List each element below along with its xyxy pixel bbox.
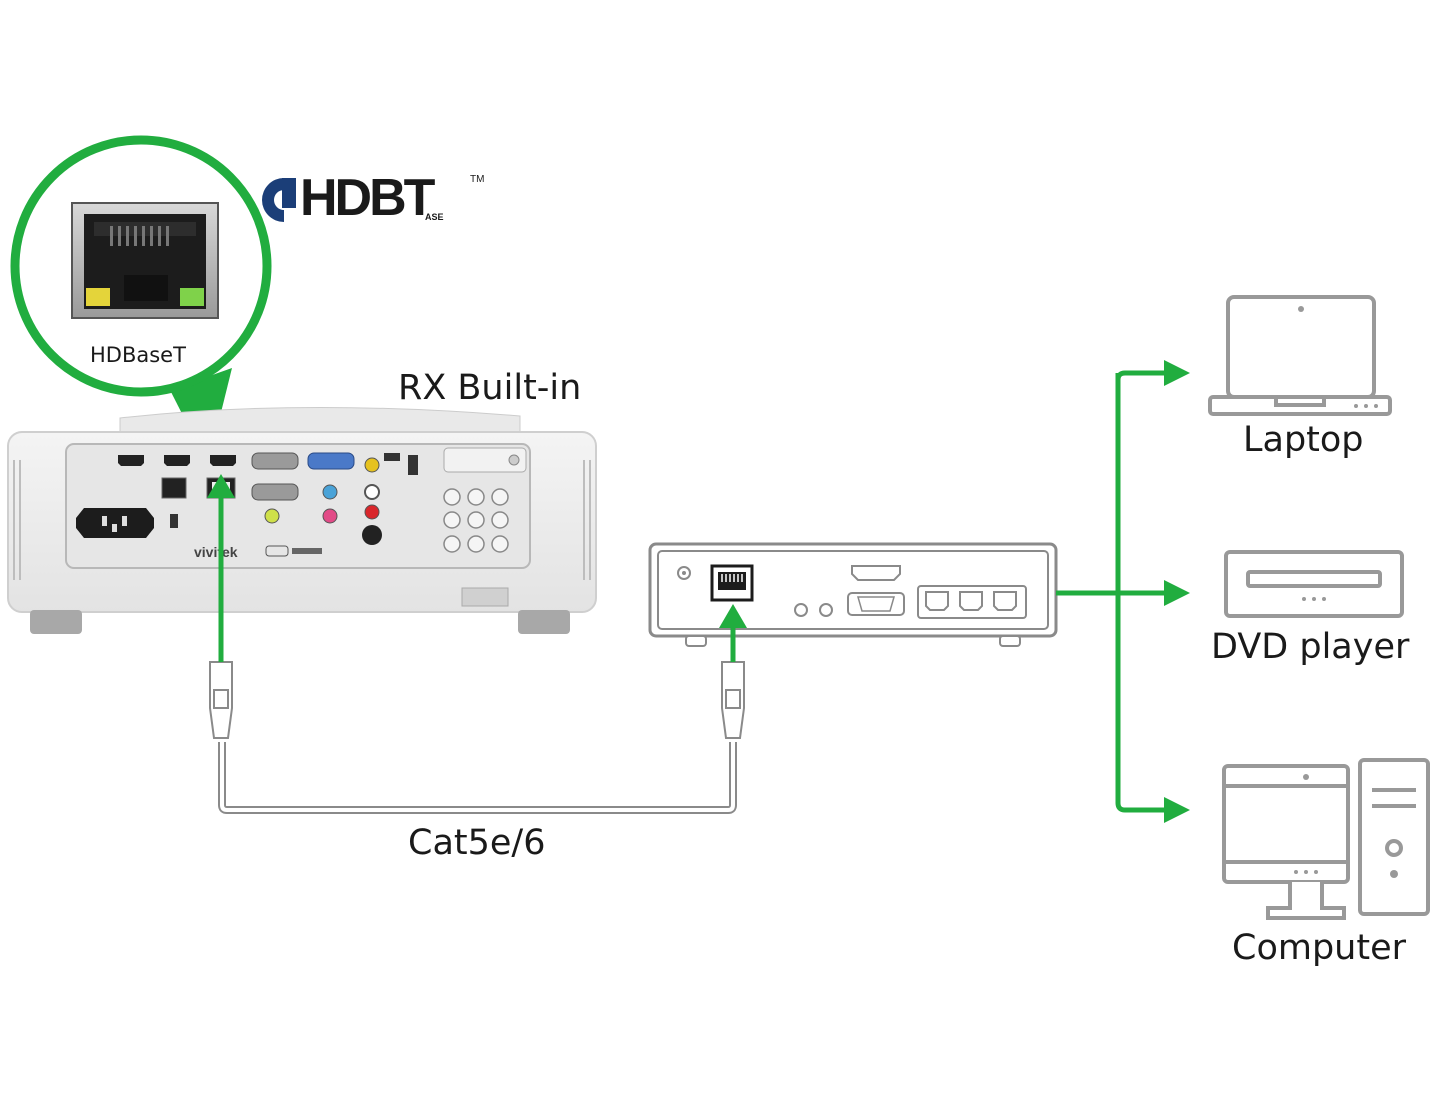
hdbaset-logo: HDBT ASE TM — [262, 169, 487, 227]
projector-label: RX Built-in — [398, 368, 582, 408]
laptop-icon — [1208, 295, 1392, 416]
hdbaset-transmitter — [648, 542, 1058, 647]
callout-label: HDBaseT — [90, 343, 186, 367]
hdbaset-logo-text: HDBT — [300, 169, 435, 227]
dvd-player-icon — [1224, 550, 1404, 618]
cat-cable — [209, 661, 745, 814]
hdbaset-logo-ase: ASE — [425, 212, 444, 222]
hdbaset-callout — [10, 135, 272, 465]
projector: vivitek — [7, 406, 597, 634]
computer-label: Computer — [1232, 928, 1406, 968]
hdbaset-logo-mark — [262, 178, 296, 222]
signal-arrows — [207, 360, 1190, 823]
trademark-mark: TM — [470, 174, 485, 185]
laptop-label: Laptop — [1243, 420, 1364, 460]
dvd-player-label: DVD player — [1211, 627, 1410, 667]
projector-brand: vivitek — [194, 544, 238, 560]
rj45-port-closeup — [71, 202, 219, 319]
computer-icon — [1222, 758, 1430, 920]
cable-label: Cat5e/6 — [408, 823, 546, 863]
